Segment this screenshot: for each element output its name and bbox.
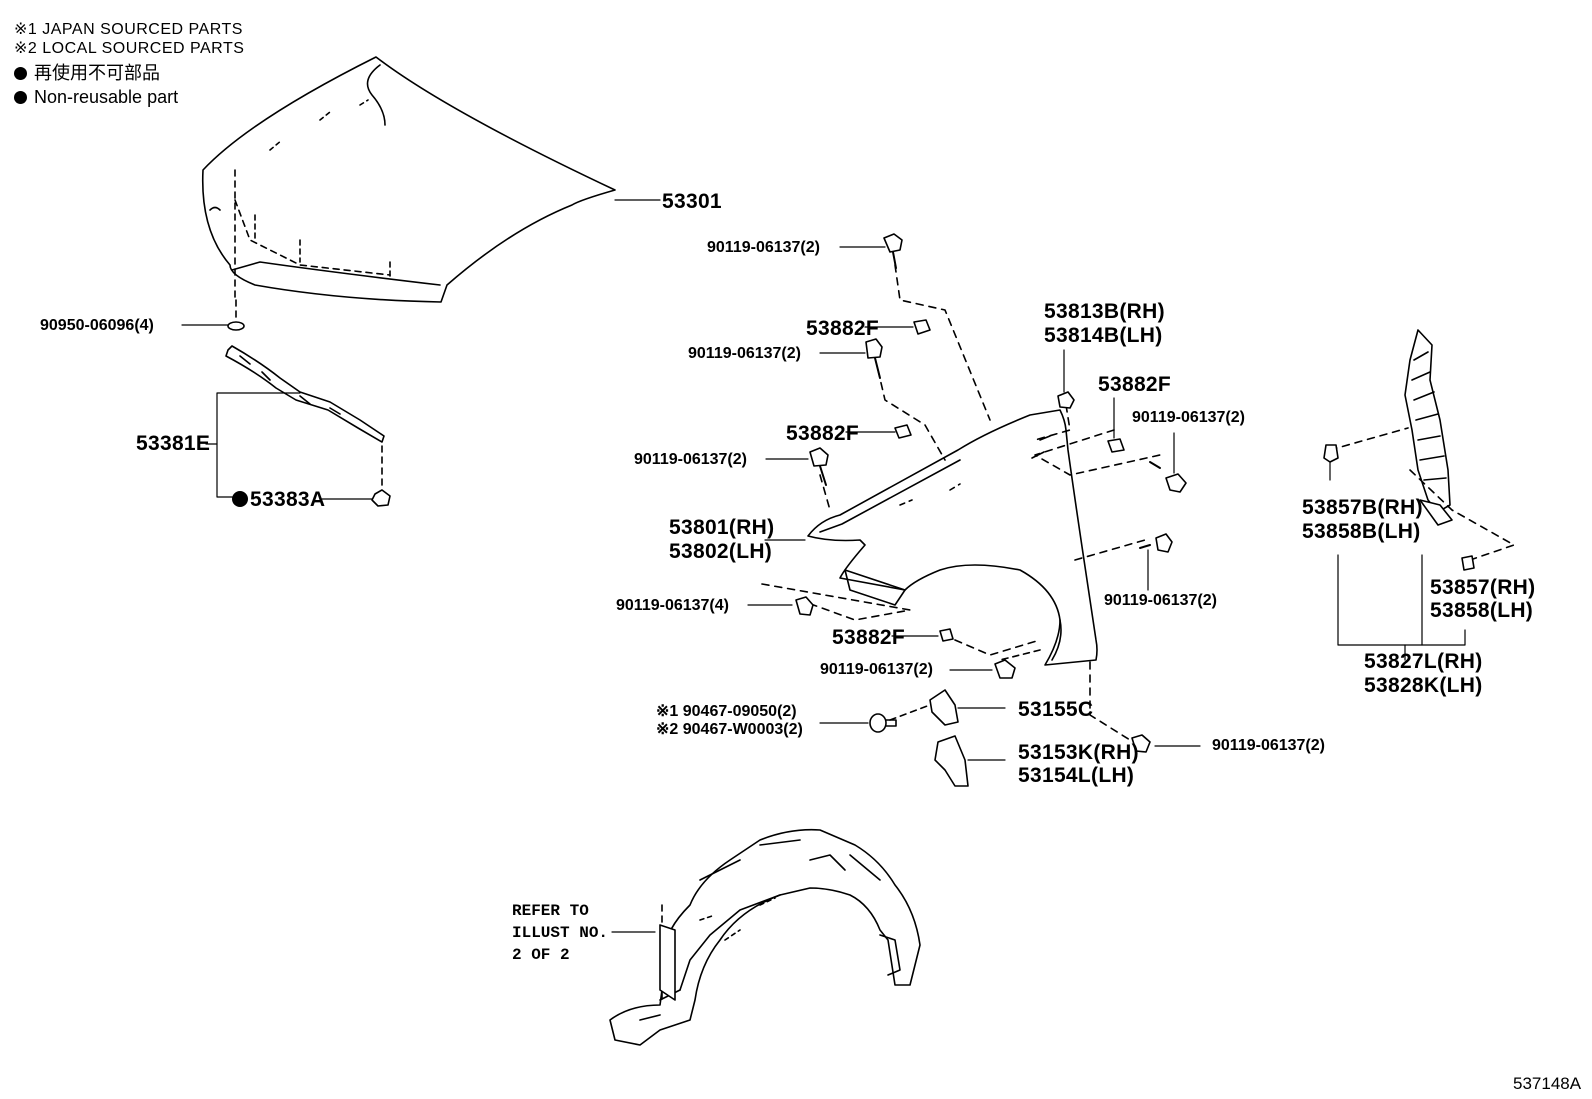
label-fender-lh: 53802(LH) (669, 540, 773, 563)
label-nut-right: 53882F (1098, 373, 1172, 396)
legend-nonreusable-jp-text: 再使用不可部品 (34, 63, 160, 83)
bolt-5 (949, 659, 1016, 679)
label-seal: 53381E (136, 432, 211, 455)
part-53155c (889, 689, 1006, 726)
bolt-low (1131, 734, 1201, 753)
label-53155c: 53155C (1018, 698, 1094, 721)
legend-japan: ※1 JAPAN SOURCED PARTS (14, 21, 243, 38)
label-bolt-right: 90119-06137(2) (1132, 409, 1245, 426)
legend-local: ※2 LOCAL SOURCED PARTS (14, 40, 245, 57)
label-seal-clip: 53383A (250, 488, 326, 511)
label-part-lh: 53154L(LH) (1018, 764, 1135, 787)
label-bracket-lh: 53814B(LH) (1044, 324, 1163, 347)
refer-note: REFER TO ILLUST NO. 2 OF 2 (512, 900, 608, 966)
label-bracket-rh: 53813B(RH) (1044, 300, 1165, 323)
label-bolt-top: 90119-06137(2) (707, 239, 820, 256)
label-assy-lh: 53828K(LH) (1364, 674, 1483, 697)
label-bolt-3: 90119-06137(2) (634, 451, 747, 468)
label-bolt-mid: 90119-06137(2) (1104, 592, 1217, 609)
label-fender-rh: 53801(RH) (669, 516, 775, 539)
fender-liner-illustration (609, 828, 921, 1046)
bolt-right (1149, 432, 1187, 493)
nut-4 (891, 628, 954, 642)
legend-nonreusable-jp: 再使用不可部品 (14, 64, 160, 82)
label-assy-rh: 53827L(RH) (1364, 650, 1483, 673)
part-53153k (934, 735, 1006, 787)
label-hood: 53301 (662, 190, 722, 213)
refer-line-2: ILLUST NO. (512, 924, 609, 942)
label-clip-2: ※2 90467-W0003(2) (656, 721, 803, 738)
hood-illustration (201, 56, 661, 303)
bracket-bolt (1057, 349, 1075, 409)
label-seal-lh: 53858(LH) (1430, 599, 1534, 622)
label-bolt-2: 90119-06137(2) (688, 345, 801, 362)
label-bolt-4: 90119-06137(4) (616, 597, 729, 614)
label-nut-2: 53882F (786, 422, 860, 445)
nonreusable-dot-icon (232, 491, 248, 507)
refer-line-3: 2 OF 2 (512, 946, 570, 964)
label-seal-rh: 53857(RH) (1430, 576, 1536, 599)
bolt-top (839, 233, 903, 269)
nut-2 (845, 424, 912, 439)
nonreusable-dot-icon (14, 67, 27, 80)
illustration-code: 537148A (1513, 1074, 1582, 1093)
label-nut-top: 53882F (806, 317, 880, 340)
label-part-rh: 53153K(RH) (1018, 741, 1139, 764)
nut-top (864, 319, 931, 335)
legend-nonreusable-en: Non-reusable part (14, 88, 178, 106)
label-hood-plug: 90950-06096(4) (40, 317, 154, 334)
label-bolt-5: 90119-06137(2) (820, 661, 933, 678)
nut-right (1107, 397, 1125, 453)
refer-line-1: REFER TO (512, 902, 589, 920)
bolt-2 (819, 338, 883, 379)
label-seal-b-lh: 53858B(LH) (1302, 520, 1421, 543)
nonreusable-dot-icon (14, 91, 27, 104)
bolt-4 (747, 596, 814, 616)
seal-clip (321, 489, 391, 507)
label-seal-b-rh: 53857B(RH) (1302, 496, 1423, 519)
fender-illustration (761, 264, 1161, 741)
hood-seal (205, 345, 385, 498)
clip (819, 713, 897, 733)
label-nut-4: 53882F (832, 626, 906, 649)
side-seal-assy (1323, 329, 1515, 661)
label-clip-1: ※1 90467-09050(2) (656, 703, 797, 720)
bolt-3 (765, 447, 829, 486)
legend-nonreusable-en-text: Non-reusable part (34, 87, 179, 107)
label-bolt-low: 90119-06137(2) (1212, 737, 1325, 754)
bolt-mid (1139, 533, 1173, 591)
hood-plug (181, 299, 245, 331)
